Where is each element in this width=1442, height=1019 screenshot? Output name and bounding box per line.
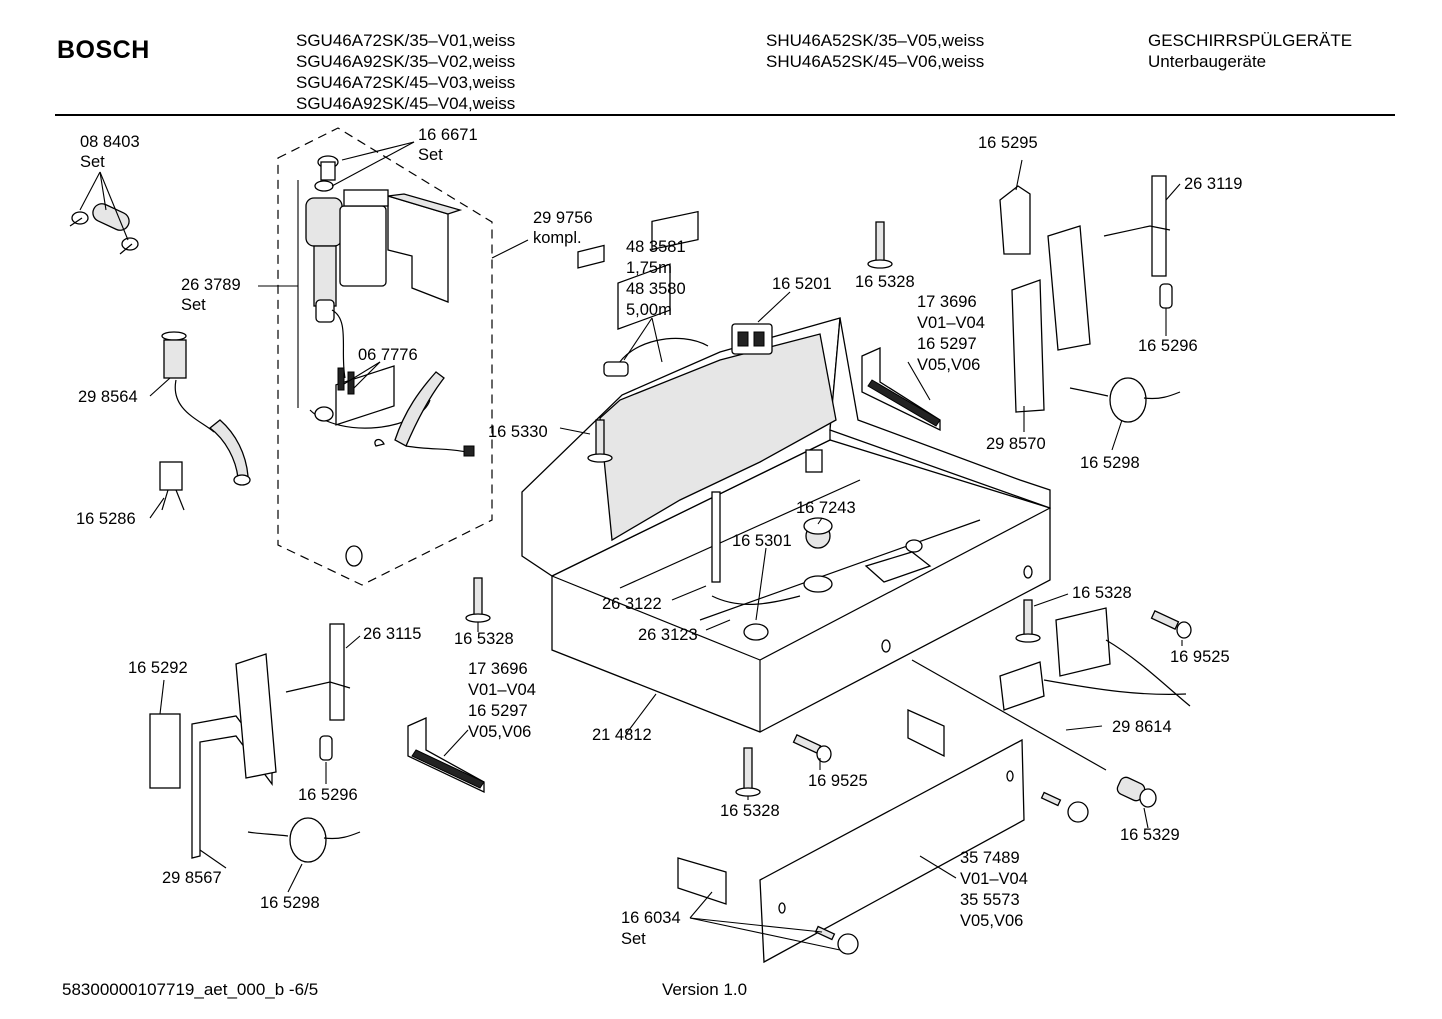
part-label-165301: 16 5301 bbox=[732, 532, 792, 550]
model-line: SGU46A92SK/45–V04,weiss bbox=[296, 94, 516, 113]
part-label-165201: 16 5201 bbox=[772, 275, 832, 293]
drain-hose bbox=[161, 331, 251, 486]
part-label-169525-b: 16 9525 bbox=[1170, 648, 1230, 666]
hinge-bracket-right bbox=[999, 175, 1173, 413]
part-label-214812: 21 4812 bbox=[592, 726, 652, 744]
part-label-263115: 26 3115 bbox=[363, 625, 421, 643]
category-title: GESCHIRRSPÜLGERÄTE bbox=[1148, 31, 1353, 50]
leader-lines bbox=[79, 141, 1183, 951]
part-label-263122: 26 3122 bbox=[602, 595, 662, 613]
spring-173696-b bbox=[407, 716, 485, 794]
aquastop-sensor bbox=[309, 365, 475, 567]
part-label-165328-d: 16 5328 bbox=[1072, 584, 1132, 602]
switch-165329 bbox=[1116, 776, 1157, 808]
part-label-165328-c: 16 5328 bbox=[720, 802, 780, 820]
screw-165328-c bbox=[735, 747, 761, 797]
door-spring-165298-a bbox=[1069, 377, 1181, 423]
part-label-165330: 16 5330 bbox=[488, 423, 548, 441]
base-tub bbox=[521, 263, 1051, 733]
header-rule bbox=[55, 114, 1395, 116]
brand-logo: BOSCH bbox=[57, 36, 150, 64]
part-label-165298-b: 16 5298 bbox=[260, 894, 320, 912]
harness-298614 bbox=[911, 607, 1191, 771]
model-line: SHU46A52SK/45–V06,weiss bbox=[766, 52, 985, 71]
screw-169525-a bbox=[792, 734, 832, 763]
part-label-167243: 16 7243 bbox=[796, 499, 856, 517]
part-label-067776: 06 7776 bbox=[358, 346, 418, 364]
part-label-263123: 26 3123 bbox=[638, 626, 698, 644]
float-167243 bbox=[803, 517, 833, 535]
kickplate-357489 bbox=[677, 708, 1025, 964]
hose-clamp-set bbox=[69, 203, 139, 255]
part-label-165286: 16 5286 bbox=[76, 510, 136, 528]
screw-169525-b bbox=[1150, 610, 1192, 639]
part-label-298564: 29 8564 bbox=[78, 388, 138, 406]
valve-cover bbox=[343, 189, 463, 303]
part-label-165295: 16 5295 bbox=[978, 134, 1038, 152]
model-list-2: SHU46A52SK/35–V05,weiss SHU46A52SK/45–V0… bbox=[766, 30, 984, 72]
category: GESCHIRRSPÜLGERÄTE Unterbaugeräte bbox=[1148, 30, 1352, 72]
part-label-165292: 16 5292 bbox=[128, 659, 188, 677]
screw-165328-d bbox=[1015, 599, 1041, 643]
switch-165330 bbox=[577, 244, 605, 269]
part-label-298614: 29 8614 bbox=[1112, 718, 1172, 736]
category-subtitle: Unterbaugeräte bbox=[1148, 52, 1267, 71]
spring-173696-a bbox=[861, 346, 941, 432]
model-line: SGU46A92SK/35–V02,weiss bbox=[296, 52, 516, 71]
model-list-1: SGU46A72SK/35–V01,weiss SGU46A92SK/35–V0… bbox=[296, 30, 515, 114]
screw-165328-a bbox=[867, 221, 893, 269]
screw-165328-b bbox=[465, 577, 491, 623]
door-spring-165298-b bbox=[247, 817, 361, 863]
model-line: SGU46A72SK/45–V03,weiss bbox=[296, 73, 516, 92]
version-label: Version 1.0 bbox=[662, 980, 748, 999]
part-label-165296-b: 16 5296 bbox=[298, 786, 358, 804]
part-label-165328-a: 16 5328 bbox=[855, 273, 915, 291]
hose-263122 bbox=[711, 595, 801, 605]
connectors-067776 bbox=[337, 367, 355, 395]
part-label-165328-b: 16 5328 bbox=[454, 630, 514, 648]
part-label-165329: 16 5329 bbox=[1120, 826, 1180, 844]
screw-165330-a bbox=[587, 419, 613, 463]
part-label-263119: 26 3119 bbox=[1184, 175, 1242, 193]
clip-165286 bbox=[159, 461, 185, 511]
screw-cap-set-166034 bbox=[814, 791, 1089, 955]
part-label-298567: 29 8567 bbox=[162, 869, 222, 887]
part-label-165298-a: 16 5298 bbox=[1080, 454, 1140, 472]
model-line: SGU46A72SK/35–V01,weiss bbox=[296, 31, 516, 50]
part-label-165296-a: 16 5296 bbox=[1138, 337, 1198, 355]
inlet-valve bbox=[305, 155, 387, 379]
hinge-bracket-left bbox=[149, 623, 351, 859]
document-id: 58300000107719_aet_000_b -6/5 bbox=[62, 980, 319, 999]
assembly-boundary bbox=[277, 127, 493, 586]
part-label-169525-a: 16 9525 bbox=[808, 772, 868, 790]
model-line: SHU46A52SK/35–V05,weiss bbox=[766, 31, 985, 50]
plug-165201 bbox=[731, 323, 773, 355]
part-label-298570: 29 8570 bbox=[986, 435, 1046, 453]
